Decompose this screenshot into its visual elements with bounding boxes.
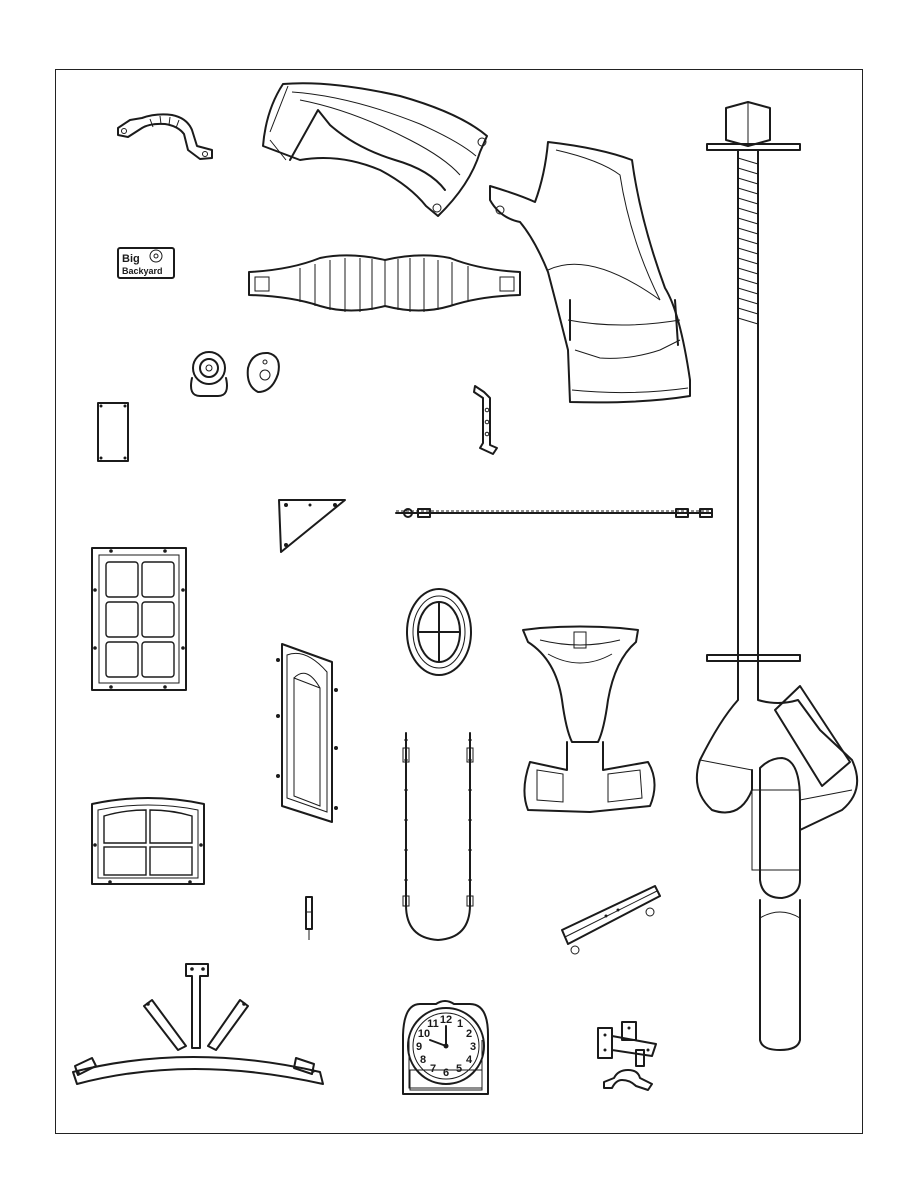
clock-numeral: 11: [427, 1018, 439, 1030]
steering-parts: [191, 352, 279, 396]
grab-handle: [118, 114, 212, 159]
clock-numeral: 4: [466, 1054, 473, 1066]
logo-text-big: Big: [122, 253, 140, 265]
clock-numeral: 7: [430, 1063, 436, 1075]
small-panel: [98, 403, 128, 461]
clock-numeral: 5: [456, 1063, 462, 1075]
z-bracket: [474, 386, 497, 454]
clock-numeral: 9: [416, 1041, 422, 1053]
clock-numeral: 3: [470, 1041, 476, 1053]
cable: [396, 509, 712, 517]
clock-numeral: 1: [457, 1018, 463, 1030]
drill-bit: [306, 897, 312, 940]
window-panel-small: [92, 798, 204, 884]
gusset-plate: [279, 500, 345, 552]
bench-seat: [249, 255, 520, 312]
aframe-bracket: [73, 964, 323, 1084]
ground-anchor: [697, 102, 857, 1050]
clock-numeral: 6: [443, 1067, 449, 1079]
window-panel-large: [92, 548, 186, 690]
beam-bracket: [562, 886, 660, 954]
hinge-set: [598, 1022, 656, 1090]
swing-chains: [403, 733, 473, 940]
clock-numeral: 8: [420, 1054, 426, 1066]
toddler-swing: [523, 627, 655, 813]
logo-text-backyard: Backyard: [122, 266, 163, 276]
door-panel: [276, 644, 338, 822]
oval-window: [407, 589, 471, 675]
slide-hood: [263, 83, 487, 216]
clock-numeral: 12: [440, 1014, 452, 1026]
clock-panel: 12 1 2 3 4 5 6 7 8 9 10 11: [403, 1001, 488, 1094]
clock-numeral: 2: [466, 1028, 472, 1040]
logo-plate: Big Backyard: [118, 248, 174, 278]
